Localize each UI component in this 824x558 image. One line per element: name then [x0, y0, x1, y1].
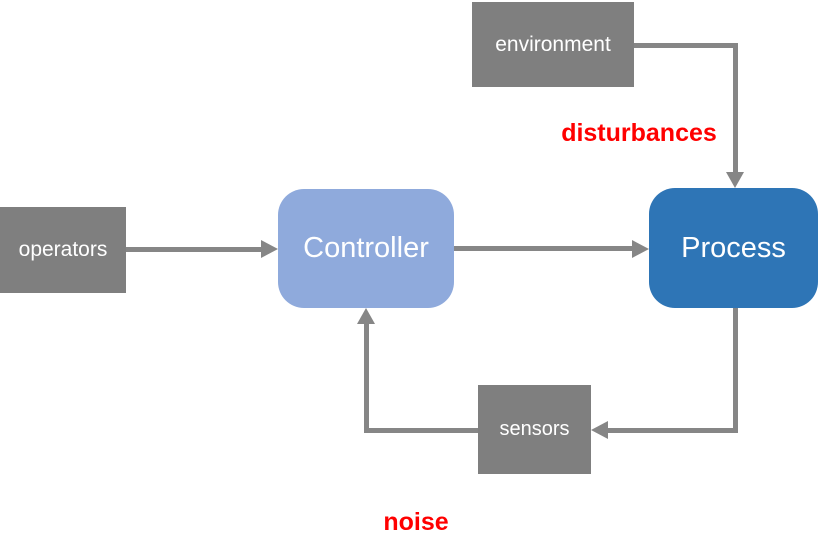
node-process-label: Process [681, 231, 786, 264]
edge-environment-process-arrowhead-icon [726, 172, 744, 188]
edge-sensors-controller-hline [364, 428, 478, 433]
edge-environment-process-vline [733, 43, 738, 172]
node-controller-label: Controller [303, 232, 429, 264]
edge-controller-process-line [454, 246, 633, 251]
edge-operators-controller-arrowhead-icon [261, 240, 278, 258]
node-sensors-label: sensors [499, 418, 570, 440]
edge-environment-process-hline [634, 43, 738, 48]
edge-process-sensors-arrowhead-icon [591, 421, 608, 439]
edge-sensors-controller-arrowhead-icon [357, 308, 375, 324]
node-operators-label: operators [18, 238, 108, 261]
edge-process-sensors-vline [733, 308, 738, 433]
edge-sensors-controller-vline [364, 324, 369, 433]
node-operators: operators [0, 207, 126, 293]
edge-operators-controller-line [126, 247, 262, 252]
node-controller: Controller [278, 189, 454, 308]
node-sensors: sensors [478, 385, 591, 474]
edge-process-sensors-hline [608, 428, 738, 433]
node-environment: environment [472, 2, 634, 87]
noise-label: noise [383, 508, 449, 536]
node-environment-label: environment [495, 32, 611, 56]
node-process: Process [649, 188, 818, 308]
edge-controller-process-arrowhead-icon [632, 240, 649, 258]
disturbances-label: disturbances [561, 119, 717, 147]
